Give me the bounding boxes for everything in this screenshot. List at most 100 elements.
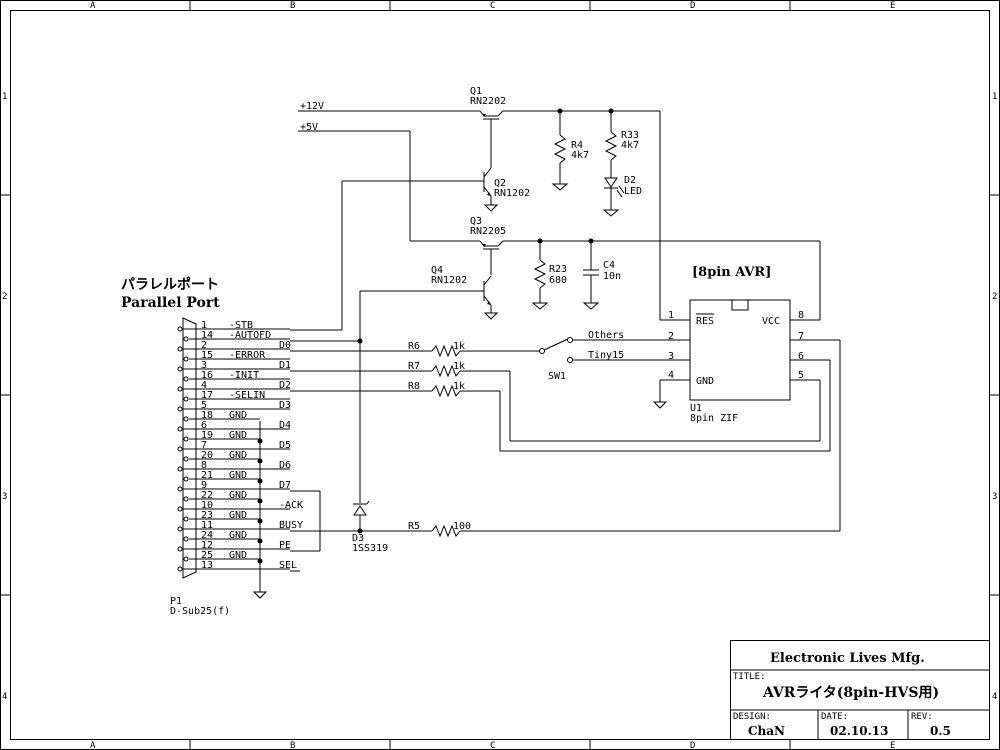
title-block: Electronic Lives Mfg. TITLE: AVRライタ(8pin…: [730, 640, 990, 740]
resistor-r6: R6 1k: [408, 341, 540, 358]
port-pin-name: GND: [229, 450, 247, 461]
port-pin-name: D2: [279, 380, 291, 391]
col-label-a-bottom: A: [90, 741, 96, 750]
row-label-4-right: 4: [992, 692, 997, 702]
resistor-r33: R33 4k7: [604, 111, 639, 178]
col-label-e: E: [890, 1, 895, 11]
port-pin-name: D1: [279, 360, 291, 371]
port-pin-number: 18: [201, 410, 213, 421]
col-label-e-bottom: E: [890, 741, 895, 750]
port-pin-number: 9: [201, 480, 207, 491]
port-pin-name: -INIT: [229, 370, 259, 381]
u1-pin3-num: 3: [668, 351, 674, 362]
port-pin-name: GND: [229, 510, 247, 521]
dsub25-connector-body: [182, 317, 197, 579]
port-pin-number: 22: [201, 490, 213, 501]
port-pin-name: -ERROR: [229, 350, 266, 361]
company-name: Electronic Lives Mfg.: [770, 651, 925, 666]
port-pin-number: 6: [201, 420, 207, 431]
row-label-1: 1: [2, 92, 7, 102]
r23-ref: R23: [549, 264, 567, 275]
col-label-b: B: [290, 1, 295, 11]
drawing-title: AVRライタ(8pin-HVS用): [762, 685, 939, 701]
port-pin-number: 17: [201, 390, 213, 401]
port-pin-number: 5: [201, 400, 207, 411]
port-pin-3: 3 D1: [177, 360, 291, 372]
port-pin-10: 10-ACK: [177, 500, 303, 512]
resistor-r23: R23 680: [531, 241, 567, 310]
date-value: 02.10.13: [830, 724, 888, 738]
port-pin-number: 23: [201, 510, 213, 521]
d3-value: 1SS319: [352, 543, 388, 554]
port-pin-18: 18 GND: [183, 410, 260, 422]
port-pin-name: D6: [279, 460, 291, 471]
col-label-c: C: [490, 1, 495, 11]
col-label-c-bottom: C: [490, 741, 495, 750]
port-pin-name: D5: [279, 440, 291, 451]
design-value: ChaN: [748, 724, 785, 738]
p1-part: D-Sub25(f): [170, 606, 230, 617]
u1-pin6-num: 6: [798, 351, 804, 362]
transistor-q3: Q3 RN2205: [470, 216, 821, 321]
c4-value: 10n: [603, 271, 621, 282]
u1-part: 8pin ZIF: [690, 413, 738, 424]
col-label-d: D: [690, 1, 695, 11]
port-pin-number: 3: [201, 360, 207, 371]
port-pin-name: -SELIN: [229, 390, 265, 401]
u1-pin8-num: 8: [798, 310, 804, 321]
port-pin-16: 16-INIT: [183, 370, 290, 382]
q4-part: RN1202: [431, 275, 467, 286]
u1-pin8-name: VCC: [762, 316, 780, 327]
port-pin-number: 24: [201, 530, 213, 541]
transistor-q1: Q1 RN2202: [470, 86, 560, 168]
port-pin-name: GND: [229, 430, 247, 441]
col-label-a: A: [90, 1, 96, 11]
port-pin-name: GND: [229, 470, 247, 481]
port-pin-name: -STB: [229, 320, 253, 331]
port-pin-name: D4: [279, 420, 291, 431]
r6-ref: R6: [408, 341, 420, 352]
capacitor-c4: C4 10n: [582, 241, 621, 310]
q3-part: RN2205: [470, 226, 506, 237]
port-pin-15: 15-ERROR: [183, 350, 290, 362]
rail-12v-label: +12V: [300, 101, 324, 112]
rev-value: 0.5: [930, 724, 951, 738]
rail-5v-label: +5V: [300, 122, 318, 133]
port-pin-name: GND: [229, 410, 247, 421]
r33-value: 4k7: [621, 140, 639, 151]
u1-pin7-num: 7: [798, 331, 804, 342]
port-pin-number: 11: [201, 520, 213, 531]
r4-value: 4k7: [571, 150, 589, 161]
resistor-r4: R4 4k7: [551, 111, 589, 191]
port-pin-number: 25: [201, 550, 213, 561]
port-pin-17: 17 -SELIN: [183, 390, 290, 402]
rev-label: REV:: [911, 712, 933, 722]
port-pin-name: GND: [229, 490, 247, 501]
sw1-ref: SW1: [548, 371, 566, 382]
u1-pin2-num: 2: [668, 331, 674, 342]
d2-value: LED: [624, 186, 642, 197]
port-pin-number: 10: [201, 500, 213, 511]
port-pin-number: 1: [201, 320, 207, 331]
d3-ref: D3: [352, 533, 364, 544]
port-pin-number: 19: [201, 430, 213, 441]
ic-u1: [8pin AVR] 1 RES 2 3 4 GND 8 VCC 7 6 5 U…: [652, 265, 804, 424]
q1-ref: Q1: [470, 86, 482, 97]
row-label-2: 2: [2, 292, 7, 302]
r8-value: 1k: [453, 381, 465, 392]
switch-sw1: Others Tiny15 SW1: [539, 330, 690, 382]
port-pin-14: 14-AUTOFD: [183, 330, 290, 342]
